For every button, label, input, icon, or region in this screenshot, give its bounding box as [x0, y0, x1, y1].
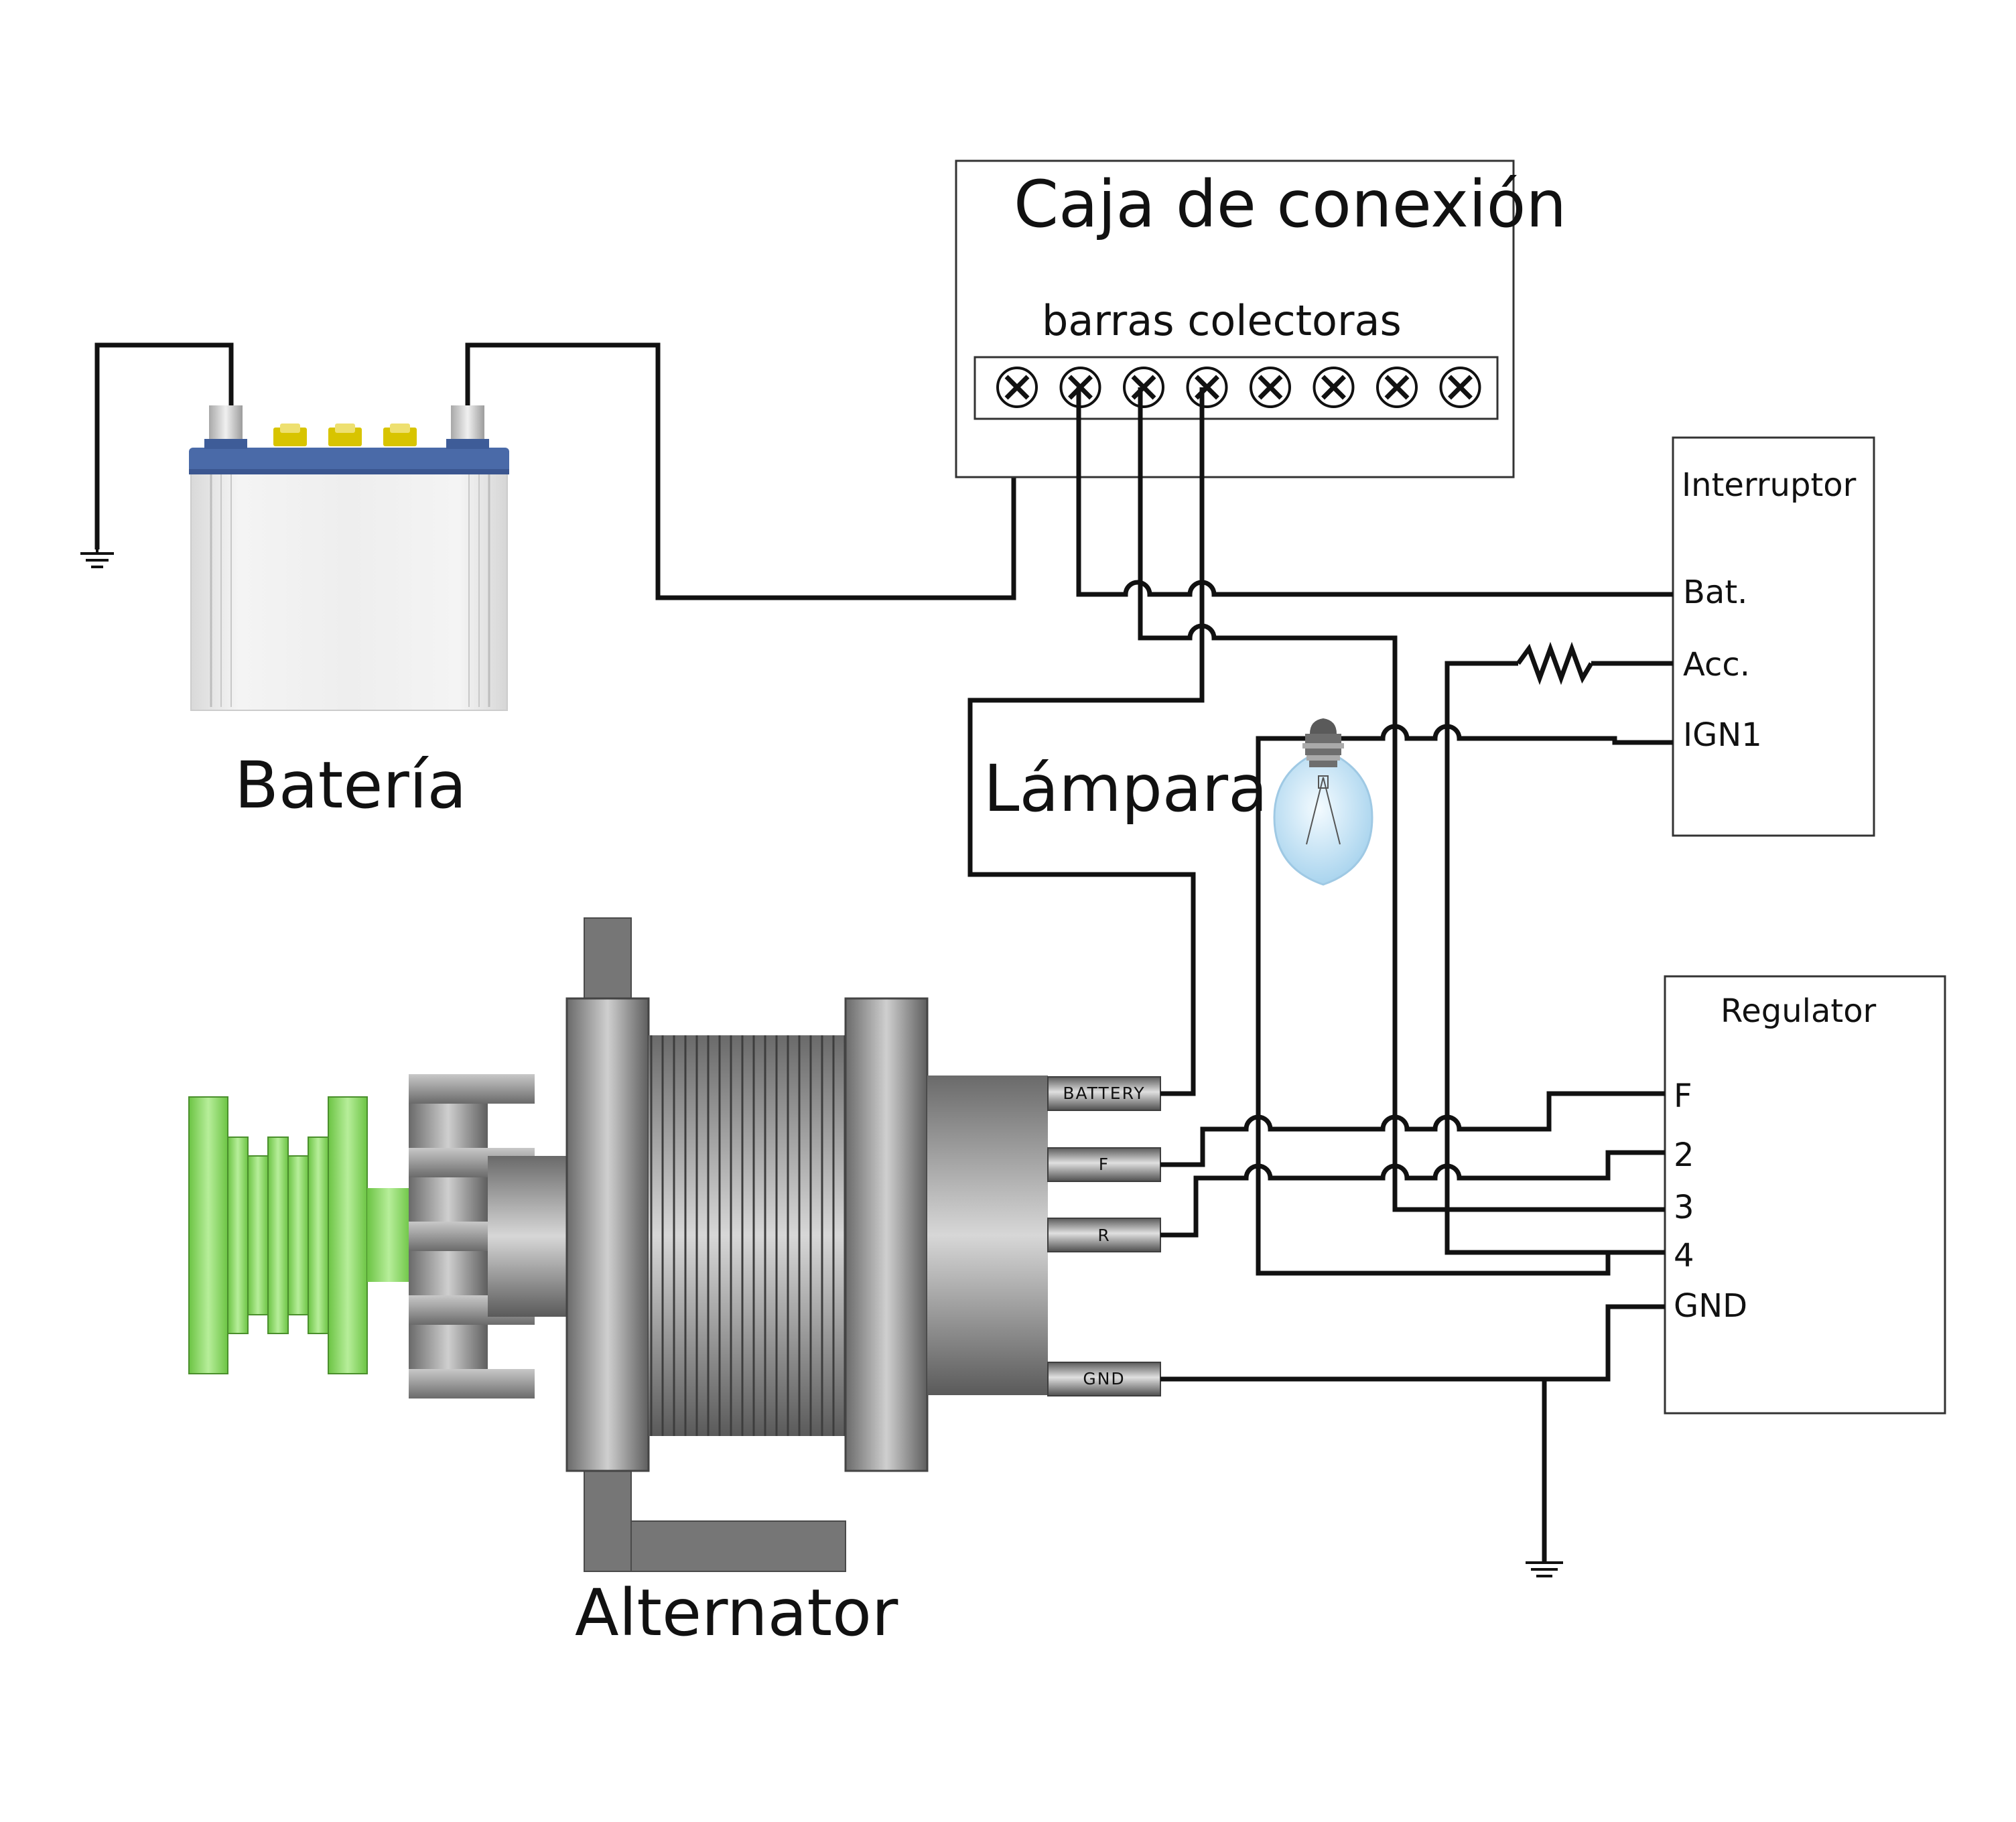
battery — [189, 405, 509, 711]
screw-terminal-icon — [1123, 367, 1164, 408]
alternator-top-bracket — [584, 917, 632, 999]
regulator-terminal-f: F — [1674, 1078, 1692, 1115]
regulator-terminal-2: 2 — [1674, 1136, 1694, 1174]
lamp-label: Lámpara — [984, 751, 1268, 826]
alternator: BATTERY F R GND — [188, 917, 1161, 1572]
battery-vent-caps — [273, 424, 417, 446]
switch-terminal-bat: Bat. — [1683, 574, 1747, 611]
switch-terminal-ign1: IGN1 — [1683, 716, 1762, 754]
ground-symbol-icon — [1526, 1561, 1563, 1577]
wiring — [967, 387, 1673, 1561]
alternator-terminal-gnd — [1047, 1362, 1161, 1396]
busbar-label: barras colectoras — [1042, 296, 1402, 345]
regulator-terminal-3: 3 — [1674, 1189, 1694, 1226]
alternator-terminal-f — [1047, 1147, 1161, 1182]
junction-box-title: Caja de conexión — [1014, 167, 1566, 242]
busbar-strip — [973, 356, 1499, 420]
regulator-title: Regulator — [1721, 992, 1877, 1030]
alternator-bottom-bracket — [584, 1470, 632, 1572]
alternator-rear-housing — [927, 1076, 1048, 1395]
switch-title: Interruptor — [1682, 466, 1857, 504]
alternator-rear-flange — [844, 997, 929, 1472]
alternator-terminal-battery-label: BATTERY — [1063, 1084, 1145, 1103]
alternator-terminal-r-label: R — [1097, 1226, 1110, 1245]
switch-terminal-acc: Acc. — [1683, 646, 1750, 684]
alternator-label: Alternator — [575, 1575, 898, 1650]
alternator-stator — [649, 1035, 846, 1436]
battery-body — [190, 468, 508, 711]
ground-symbol-icon — [80, 549, 114, 568]
screw-terminal-icon — [1313, 367, 1355, 408]
battery-lid — [189, 448, 509, 474]
battery-negative-post — [209, 405, 243, 442]
alternator-terminal-f-label: F — [1099, 1155, 1110, 1174]
alternator-pulley — [188, 1096, 411, 1374]
alternator-front-flange — [565, 997, 650, 1472]
screw-terminal-icon — [1250, 367, 1291, 408]
alternator-terminal-gnd-label: GND — [1083, 1369, 1125, 1388]
screw-terminal-icon — [1439, 367, 1481, 408]
junction-box — [955, 159, 1515, 478]
screw-terminal-icon — [1186, 367, 1228, 408]
alternator-terminal-battery — [1047, 1076, 1161, 1111]
regulator-box — [1664, 975, 1946, 1415]
battery-label: Batería — [234, 748, 466, 823]
regulator-terminal-4: 4 — [1674, 1237, 1694, 1275]
ignition-switch-box — [1672, 436, 1875, 837]
resistor-icon — [1516, 641, 1594, 686]
battery-positive-post — [451, 405, 484, 442]
screw-terminal-icon — [996, 367, 1038, 408]
alternator-terminal-r — [1047, 1218, 1161, 1252]
regulator-terminal-gnd: GND — [1674, 1287, 1747, 1325]
light-bulb-icon — [1273, 718, 1373, 886]
screw-terminal-icon — [1376, 367, 1418, 408]
